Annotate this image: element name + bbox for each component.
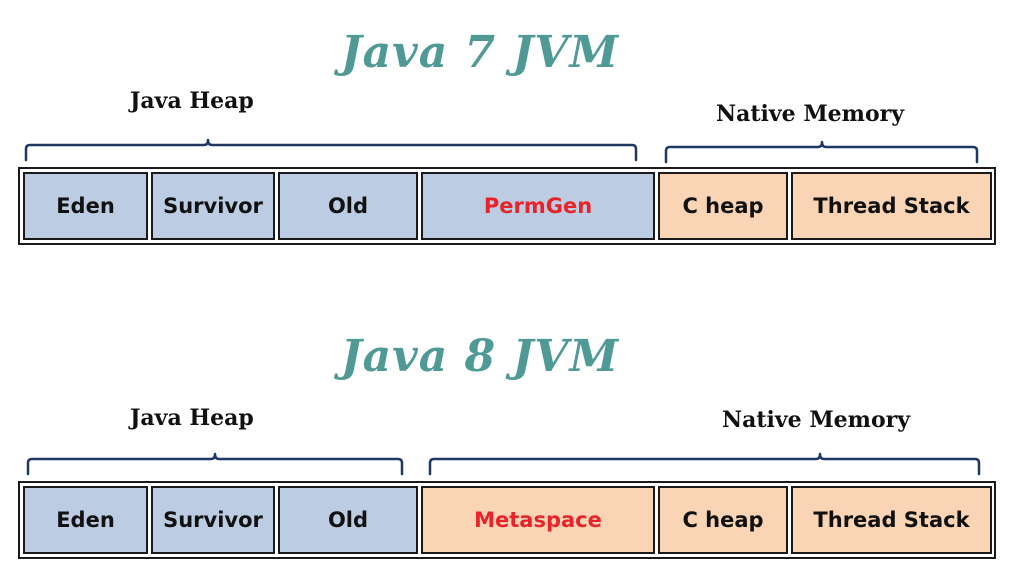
java8-eden-cell: Eden [23, 486, 148, 554]
java7-memory-bar: Eden Survivor Old PermGen C heap Thread … [18, 167, 996, 245]
java8-native-label: Native Memory [722, 407, 910, 433]
java7-old-cell: Old [278, 172, 418, 240]
java7-c-heap-cell: C heap [658, 172, 788, 240]
java8-metaspace-cell: Metaspace [421, 486, 655, 554]
java7-title: Java 7 JVM [340, 27, 620, 78]
java8-title: Java 8 JVM [340, 331, 620, 382]
java8-memory-bar: Eden Survivor Old Metaspace C heap Threa… [18, 481, 996, 559]
java7-survivor-cell: Survivor [151, 172, 275, 240]
java7-permgen-cell: PermGen [421, 172, 655, 240]
java8-c-heap-cell: C heap [658, 486, 788, 554]
java8-survivor-cell: Survivor [151, 486, 275, 554]
java7-eden-cell: Eden [23, 172, 148, 240]
java7-thread-stack-cell: Thread Stack [791, 172, 992, 240]
java8-thread-stack-cell: Thread Stack [791, 486, 992, 554]
java7-heap-label: Java Heap [130, 88, 254, 114]
java8-old-cell: Old [278, 486, 418, 554]
java8-heap-label: Java Heap [130, 405, 254, 431]
java7-native-label: Native Memory [716, 101, 904, 127]
